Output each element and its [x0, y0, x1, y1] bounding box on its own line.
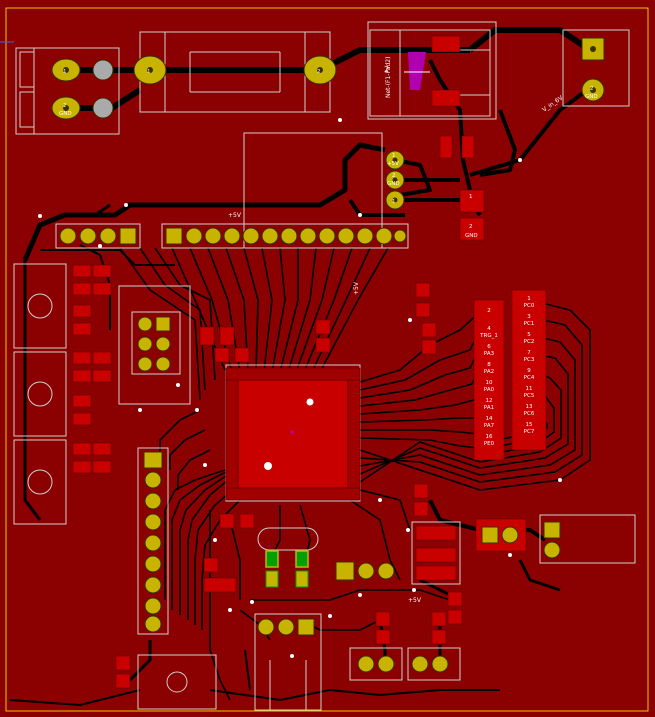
port-left-pin-name: PA1 [484, 405, 494, 411]
stack-pin2: 2 [392, 173, 396, 179]
port-left-pin-number: 16 [486, 434, 493, 440]
port-left-pin-number: 14 [486, 416, 493, 422]
vias [38, 118, 562, 658]
port-right-pin-number: 11 [526, 386, 533, 392]
smd-pads [72, 35, 527, 689]
through-hole-pads [51, 37, 605, 673]
fuse-pin2: 2 [317, 69, 321, 75]
port-right-pin-name: PC1 [524, 321, 535, 327]
board-edge-outline [5, 7, 649, 712]
diode-cap-pin2-net: GND [465, 233, 478, 239]
port-left-pin-number: 10 [486, 380, 493, 386]
port-right-pin-name: PC3 [524, 357, 535, 363]
screw-terminal-pin2-net: GND [59, 111, 72, 117]
port-left-pin-number: 2 [487, 308, 491, 314]
silkscreen-layer [13, 21, 636, 711]
regulator-net-label: Net-(F1-Pad2) [385, 57, 392, 98]
port-right-pin-name: PC7 [524, 429, 535, 435]
port-right-pin-number: 5 [527, 332, 531, 338]
screw-terminal-pin1: 1 [63, 69, 67, 75]
port-right-pin-name: PC6 [524, 411, 535, 417]
fuse-pin1: 1 [147, 69, 151, 75]
stack-pin2-net: GND [387, 181, 400, 187]
port-left-pin-number: 8 [487, 362, 491, 368]
port-right-pin-number: 15 [526, 422, 533, 428]
net-label-5v-header: +5V [228, 212, 242, 219]
port-connector [473, 289, 547, 461]
mcu-qfp-package [225, 367, 361, 501]
port-left-pin-number: 4 [487, 326, 491, 332]
stack-pin1: 1 [392, 153, 396, 159]
diode-cap-pin2: 2 [469, 224, 473, 230]
port-right-pin-number: 9 [527, 368, 531, 374]
port-left-pin-name: PA2 [484, 369, 494, 375]
screw-terminal-pin2: 2 [63, 103, 67, 109]
power-jack-pin2: 2 [590, 86, 594, 92]
power-jack-pin2-net: GND [585, 94, 598, 100]
port-left-pin-name: PA0 [484, 387, 495, 393]
diode-cap-pin1: 1 [469, 194, 473, 200]
regulator-diode-marker [404, 52, 430, 90]
port-right-pin-number: 3 [527, 314, 531, 320]
port-left-pin-name: PA7 [484, 423, 495, 429]
regulator-pin2: 2 [384, 65, 389, 74]
port-right-pin-number: 1 [527, 296, 531, 302]
net-label-5v-vertical: +5V [353, 281, 360, 295]
drill-holes [63, 46, 596, 203]
port-right-pin-number: 13 [526, 404, 533, 410]
port-right-pin-number: 7 [527, 350, 531, 356]
port-left-pin-name: PA3 [484, 351, 495, 357]
port-right-pin-name: PC2 [524, 339, 535, 345]
port-right-pin-name: PC5 [524, 393, 535, 399]
crystal-load-caps [265, 550, 309, 588]
net-label-5v-bottom: +5V [408, 597, 422, 604]
stack-pin3: 1 [392, 199, 396, 205]
port-left-pin-name: PE0 [484, 441, 495, 447]
port-left-pin-name: TRG_1 [479, 333, 498, 339]
port-right-pin-name: PC4 [524, 375, 535, 381]
port-left-pin-number: 12 [486, 398, 493, 404]
port-left-pin-number: 6 [487, 344, 491, 350]
port-right-pin-name: PC0 [524, 303, 535, 309]
stack-pin1-net: +5V [387, 161, 399, 167]
